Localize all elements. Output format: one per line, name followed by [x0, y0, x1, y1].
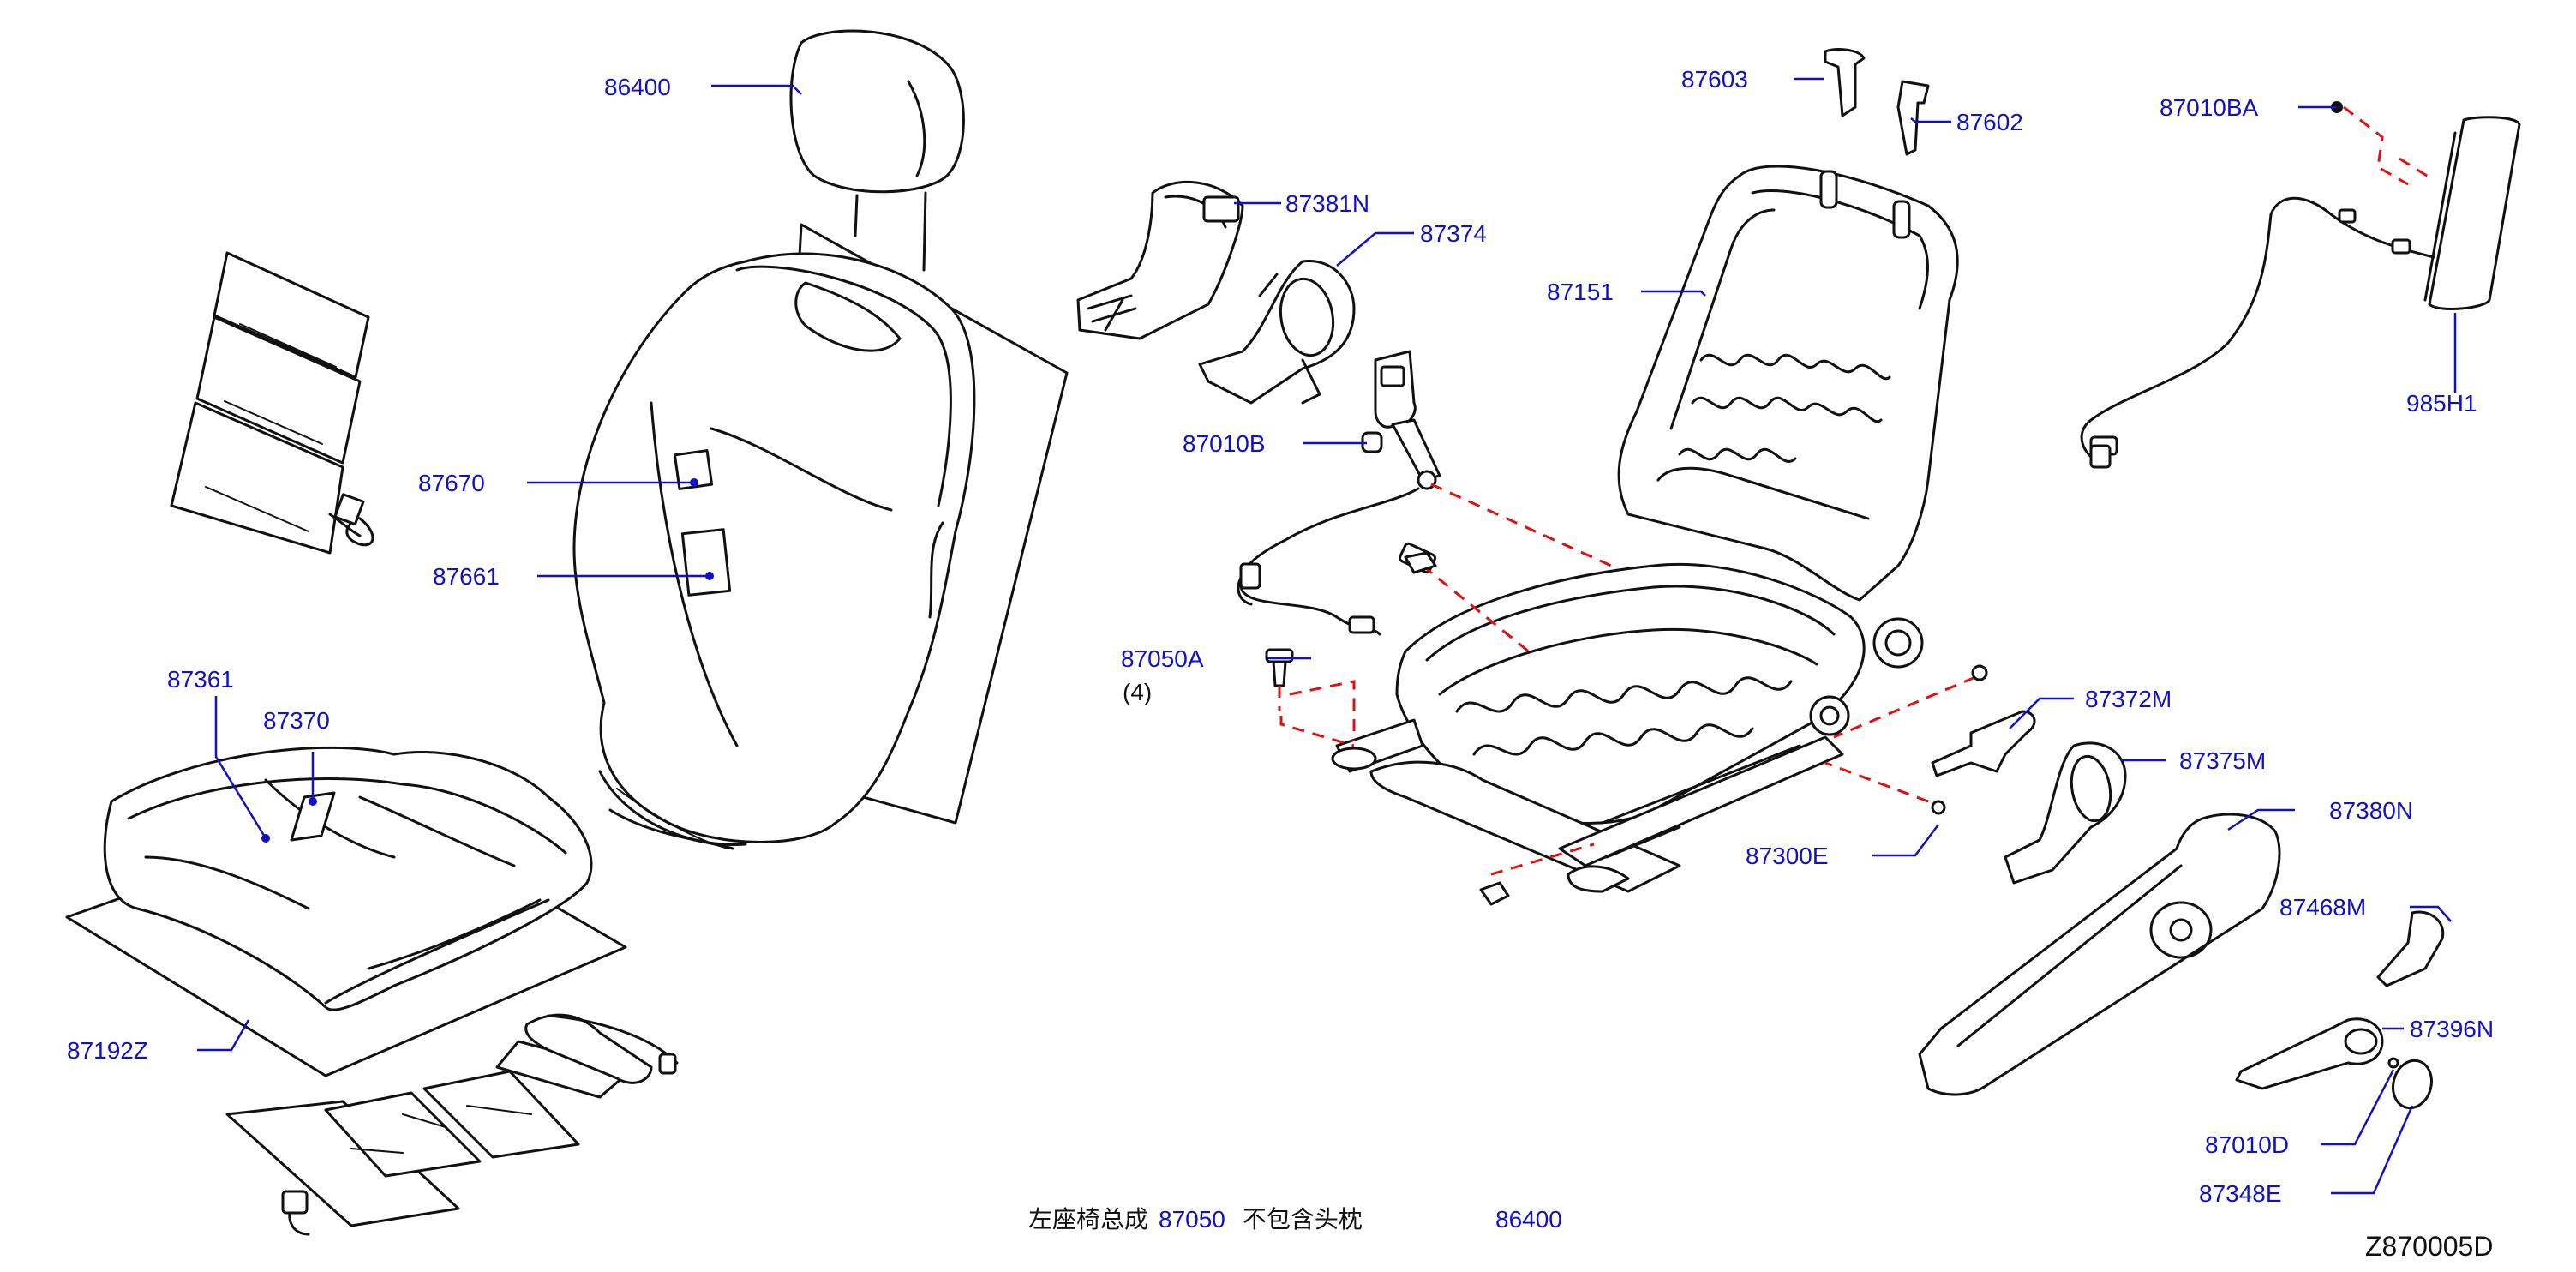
label-87380N: 87380N	[2329, 797, 2413, 824]
leader-lines	[197, 77, 2457, 1195]
knob-87468M	[2376, 910, 2445, 987]
label-87010D: 87010D	[2205, 1131, 2289, 1158]
misc-fasteners	[1404, 101, 2343, 906]
seatbelt-buckle-87010B	[1237, 350, 1441, 636]
label-87151: 87151	[1547, 279, 1614, 305]
label-87372M: 87372M	[2085, 686, 2172, 712]
headrest-guides-87603-87602	[1824, 48, 1930, 156]
label-87670: 87670	[418, 470, 485, 496]
label-87348E: 87348E	[2199, 1180, 2282, 1207]
label-87661-tag	[680, 528, 732, 597]
label-87381N: 87381N	[1285, 190, 1369, 217]
lever-87396N	[2235, 1017, 2384, 1090]
guide-87602	[1896, 80, 1930, 156]
label-87010B: 87010B	[1183, 430, 1266, 457]
label-87603: 87603	[1681, 66, 1748, 93]
label-87374: 87374	[1420, 220, 1487, 247]
side-cover-87374	[1198, 259, 1356, 405]
label-87370: 87370	[263, 707, 330, 734]
side-airbag-985H1	[2080, 116, 2521, 469]
label-985H1: 985H1	[2406, 390, 2477, 417]
label-87010BA: 87010BA	[2160, 94, 2259, 121]
label-87192Z: 87192Z	[67, 1037, 148, 1064]
guide-87603	[1824, 48, 1866, 117]
label-87670-tag	[673, 449, 714, 490]
label-87361: 87361	[167, 666, 234, 693]
footer-note-suffix: 不包含头枕	[1243, 1206, 1363, 1233]
seat-back-cover-87670	[572, 223, 1069, 850]
floor-bolt-hole	[1331, 747, 1377, 771]
label-87468M: 87468M	[2279, 894, 2366, 921]
label-87370-tag	[290, 791, 336, 842]
footer-note-part: 87050	[1159, 1206, 1225, 1233]
footer-note: 左座椅总成 87050 不包含头枕 86400	[1028, 1206, 1562, 1233]
side-panel-87380N	[1918, 813, 2281, 1096]
seat-frame-87151	[1331, 165, 1959, 893]
label-87050A-quantity: (4)	[1123, 679, 1152, 705]
label-87396N: 87396N	[2410, 1016, 2494, 1042]
label-87661: 87661	[433, 563, 500, 590]
cushion-heater-mat	[225, 1013, 679, 1236]
backrest-shell	[572, 252, 976, 843]
headrest-86400	[789, 29, 965, 272]
part-labels: 86400 87670 87661 87361 87370 87192Z 873…	[67, 66, 2494, 1207]
back-heater-mat	[170, 251, 374, 555]
label-87050A: 87050A	[1121, 645, 1204, 672]
footer-note-text: 左座椅总成 87050 不包含头枕	[1028, 1206, 1363, 1233]
label-87375M: 87375M	[2179, 747, 2266, 774]
figure-id: Z870005D	[2365, 1231, 2493, 1262]
assembly-lines	[1279, 105, 2435, 876]
guide-bracket-87381N	[1076, 180, 1244, 340]
footer-note-headrest: 86400	[1495, 1206, 1562, 1233]
cap-87348E	[2387, 1057, 2433, 1110]
seat-cushion-cover-87361	[65, 746, 627, 1077]
label-86400: 86400	[604, 74, 671, 100]
label-87602: 87602	[1956, 109, 2023, 135]
footer-note-prefix: 左座椅总成	[1028, 1206, 1148, 1233]
trim-87372M	[1931, 710, 2036, 777]
label-87300E: 87300E	[1746, 843, 1829, 869]
screw-87010D	[2387, 1057, 2399, 1069]
cover-87375M	[2004, 741, 2127, 885]
